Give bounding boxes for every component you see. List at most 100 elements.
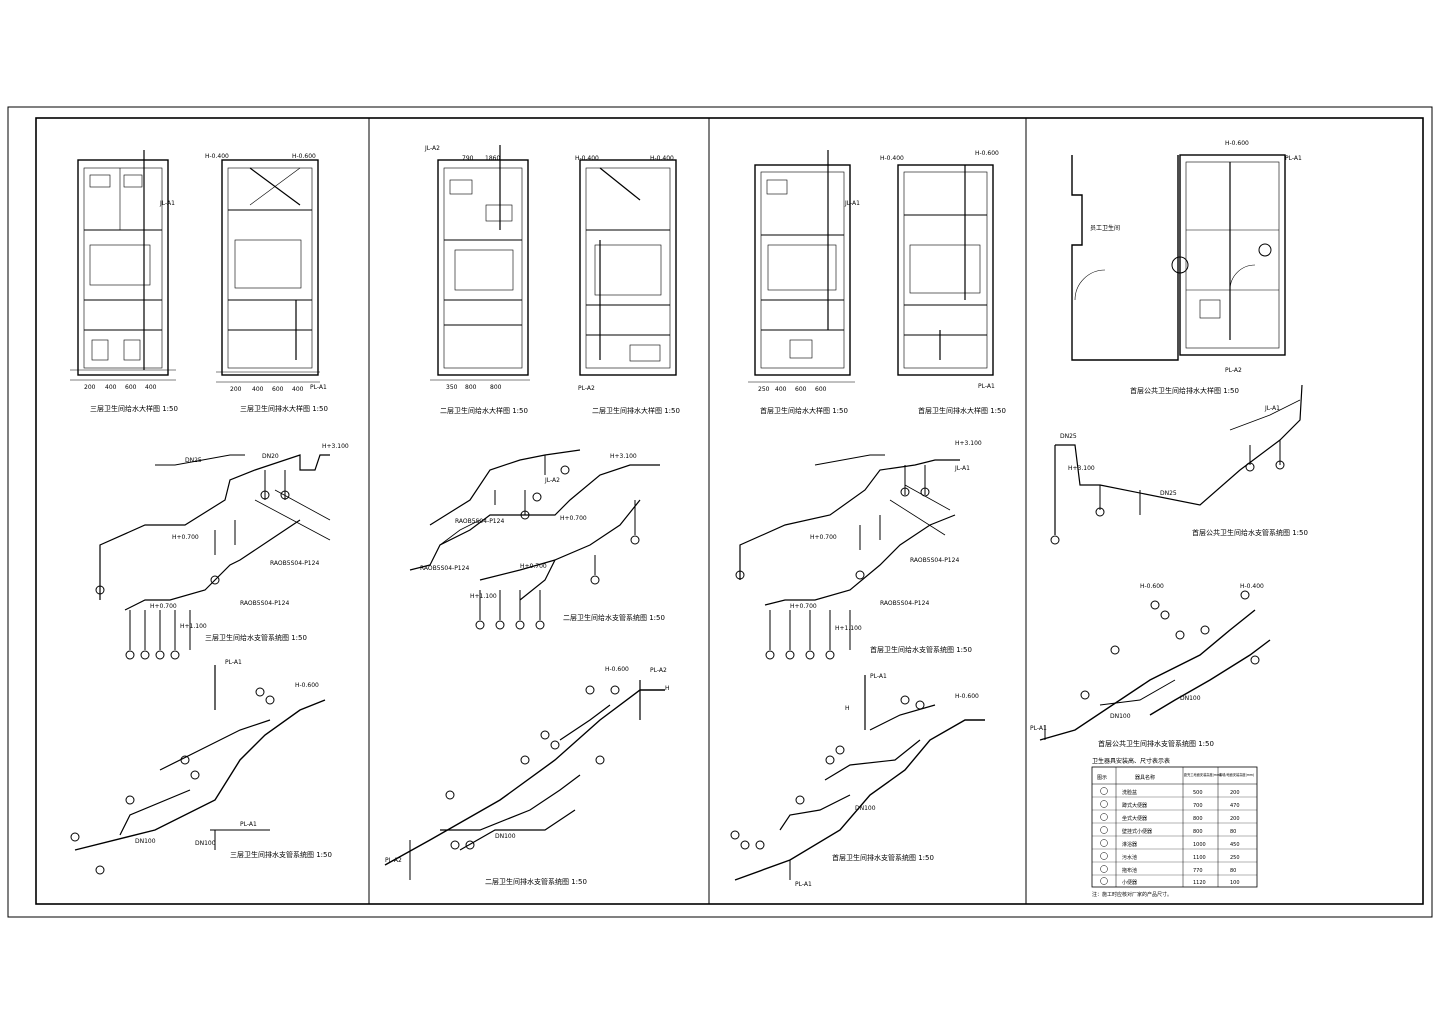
plan-2f-drain: H-0.400 H-0.400 PL-A2 二层卫生间排水大样图 1:50 bbox=[575, 155, 680, 415]
svg-text:RAOB5S04-P124: RAOB5S04-P124 bbox=[420, 565, 469, 572]
svg-text:H-0.400: H-0.400 bbox=[205, 153, 229, 160]
svg-text:250: 250 bbox=[758, 386, 770, 393]
svg-text:790: 790 bbox=[462, 155, 474, 162]
table-row-h2: 200 bbox=[1230, 790, 1240, 796]
drain-1f-title: 首层卫生间排水支管系统图 1:50 bbox=[832, 853, 934, 862]
plan-1f-drain-title: 首层卫生间排水大样图 1:50 bbox=[918, 406, 1006, 415]
svg-text:DN100: DN100 bbox=[495, 833, 516, 840]
panel-3f: 200 400 600 400 JL-A1 三层卫生间给水大样图 1:50 20… bbox=[70, 150, 349, 875]
table-header-h1: 距完工地面安装高度(mm) bbox=[1184, 772, 1221, 777]
svg-text:JL-A2: JL-A2 bbox=[424, 145, 440, 152]
table-row-name: 洗脸盆 bbox=[1122, 789, 1137, 796]
plan-public: 员工卫生间 H-0.600 PL-A1 PL-A2 首层公共卫生间给排水大样图 … bbox=[1071, 140, 1302, 395]
svg-text:PL-A2: PL-A2 bbox=[650, 667, 667, 674]
svg-text:H-0.600: H-0.600 bbox=[292, 153, 316, 160]
table-row-h1: 1120 bbox=[1193, 880, 1206, 886]
svg-text:H-0.600: H-0.600 bbox=[975, 150, 999, 157]
svg-text:400: 400 bbox=[145, 384, 157, 391]
table-row-name: 坐式大便器 bbox=[1122, 815, 1147, 822]
svg-text:DN20: DN20 bbox=[262, 453, 279, 460]
table-header-icon: 图示 bbox=[1097, 775, 1107, 781]
svg-text:H+1.100: H+1.100 bbox=[180, 623, 207, 630]
label-h0700-3f: H+0.700 bbox=[172, 534, 199, 541]
svg-text:400: 400 bbox=[775, 386, 787, 393]
supply-2f-title: 二层卫生间给水支管系统图 1:50 bbox=[563, 613, 665, 622]
panel-public: 员工卫生间 H-0.600 PL-A1 PL-A2 首层公共卫生间给排水大样图 … bbox=[1030, 140, 1308, 898]
fixture-table: 卫生器具安装高、尺寸表示表 图示 器具名称 距完工地面安装高度(mm) 离墙/地… bbox=[1091, 757, 1258, 898]
label-valve-3f: RAOB5S04-P124 bbox=[240, 600, 289, 607]
table-header-h2: 离墙/地面安装高度(mm) bbox=[1219, 772, 1254, 777]
svg-text:H-0.400: H-0.400 bbox=[575, 155, 599, 162]
svg-text:DN25: DN25 bbox=[1160, 490, 1177, 497]
table-row-h1: 1100 bbox=[1193, 855, 1206, 861]
svg-text:JL-A1: JL-A1 bbox=[159, 200, 175, 207]
svg-text:400: 400 bbox=[105, 384, 117, 391]
drain-2f-title: 二层卫生间排水支管系统图 1:50 bbox=[485, 877, 587, 886]
svg-text:H+3.100: H+3.100 bbox=[955, 440, 982, 447]
svg-text:PL-A1: PL-A1 bbox=[1285, 155, 1302, 162]
svg-text:H-0.400: H-0.400 bbox=[1240, 583, 1264, 590]
svg-text:JL-A1: JL-A1 bbox=[844, 200, 860, 207]
outer-border bbox=[7, 106, 1433, 918]
table-row-h1: 1000 bbox=[1193, 842, 1206, 848]
panel-1f: 250 400 600 600 JL-A1 首层卫生间给水大样图 1:50 H-… bbox=[730, 150, 1006, 888]
table-row-h2: 470 bbox=[1230, 803, 1240, 809]
svg-text:800: 800 bbox=[490, 384, 502, 391]
svg-text:H-0.600: H-0.600 bbox=[295, 682, 319, 689]
table-row-h1: 500 bbox=[1193, 790, 1203, 796]
svg-text:200: 200 bbox=[230, 386, 242, 393]
supply-public: DN25 H+3.100 DN25 JL-A1 首层公共卫生间给水支管系统图 1… bbox=[1050, 384, 1308, 545]
table-row-h2: 250 bbox=[1230, 855, 1240, 861]
svg-text:PL-A2: PL-A2 bbox=[1225, 367, 1242, 374]
svg-text:DN100: DN100 bbox=[1180, 695, 1201, 702]
plan-1f-supply: 250 400 600 600 JL-A1 首层卫生间给水大样图 1:50 bbox=[748, 150, 860, 415]
svg-text:DN100: DN100 bbox=[1110, 713, 1131, 720]
table-row-h1: 770 bbox=[1193, 868, 1203, 874]
table-header-name: 器具名称 bbox=[1135, 774, 1155, 781]
svg-text:600: 600 bbox=[795, 386, 807, 393]
drain-3f: H-0.600 PL-A1 PL-A1 DN100 DN100 三层卫生间排水支… bbox=[70, 659, 332, 875]
table-row-h1: 700 bbox=[1193, 803, 1203, 809]
supply-3f-title: 三层卫生间给水支管系统图 1:50 bbox=[205, 633, 307, 642]
svg-text:DN100: DN100 bbox=[855, 805, 876, 812]
label-h3100-3f: H+3.100 bbox=[322, 443, 349, 450]
svg-text:H+1.100: H+1.100 bbox=[835, 625, 862, 632]
svg-text:PL-A2: PL-A2 bbox=[578, 385, 595, 392]
svg-text:DN25: DN25 bbox=[1060, 433, 1077, 440]
plan-public-title: 首层公共卫生间给排水大样图 1:50 bbox=[1130, 386, 1239, 395]
supply-public-title: 首层公共卫生间给水支管系统图 1:50 bbox=[1192, 528, 1308, 537]
plan-1f-supply-title: 首层卫生间给水大样图 1:50 bbox=[760, 406, 848, 415]
svg-text:PL-A2: PL-A2 bbox=[385, 857, 402, 864]
svg-text:RAOB5S04-P124: RAOB5S04-P124 bbox=[270, 560, 319, 567]
svg-text:H+1.100: H+1.100 bbox=[470, 593, 497, 600]
drain-public: H-0.600 H-0.400 PL-A1 DN100 DN100 首层公共卫生… bbox=[1030, 583, 1271, 748]
svg-text:RAOB5S04-P124: RAOB5S04-P124 bbox=[455, 518, 504, 525]
plan-3f-drain: 200 400 600 400 H-0.400 H-0.600 PL-A1 三层… bbox=[205, 153, 328, 413]
svg-text:H-0.600: H-0.600 bbox=[605, 666, 629, 673]
svg-text:PL-A1: PL-A1 bbox=[978, 383, 995, 390]
svg-text:JL-A2: JL-A2 bbox=[544, 477, 560, 484]
svg-text:PL-A1: PL-A1 bbox=[225, 659, 242, 666]
svg-text:600: 600 bbox=[815, 386, 827, 393]
table-row-h2: 200 bbox=[1230, 816, 1240, 822]
table-row-h2: 100 bbox=[1230, 880, 1240, 886]
table-row-h2: 450 bbox=[1230, 842, 1240, 848]
panel-2f: 350 800 800 790 1860 JL-A2 二层卫生间给水大样图 1:… bbox=[384, 145, 680, 886]
svg-text:H+3.100: H+3.100 bbox=[610, 453, 637, 460]
supply-3f: H+3.100 H+0.700 H+0.700 H+1.100 RAOB5S04… bbox=[95, 443, 349, 660]
svg-text:H-0.400: H-0.400 bbox=[880, 155, 904, 162]
drain-3f-title: 三层卫生间排水支管系统图 1:50 bbox=[230, 850, 332, 859]
svg-text:350: 350 bbox=[446, 384, 458, 391]
svg-text:PL-A1: PL-A1 bbox=[795, 881, 812, 888]
svg-text:H-0.600: H-0.600 bbox=[1140, 583, 1164, 590]
plan-3f-supply: 200 400 600 400 JL-A1 三层卫生间给水大样图 1:50 bbox=[70, 150, 178, 413]
svg-text:H+0.700: H+0.700 bbox=[790, 603, 817, 610]
supply-1f: H+3.100 H+0.700 H+0.700 H+1.100 RAOB5S04… bbox=[735, 440, 982, 660]
table-row-name: 污水池 bbox=[1122, 854, 1137, 861]
svg-text:H: H bbox=[845, 705, 850, 712]
svg-text:DN25: DN25 bbox=[185, 457, 202, 464]
svg-text:600: 600 bbox=[125, 384, 137, 391]
svg-text:H+0.700: H+0.700 bbox=[560, 515, 587, 522]
table-row-name: 小便器 bbox=[1122, 879, 1137, 886]
plan-2f-drain-title: 二层卫生间排水大样图 1:50 bbox=[592, 406, 680, 415]
